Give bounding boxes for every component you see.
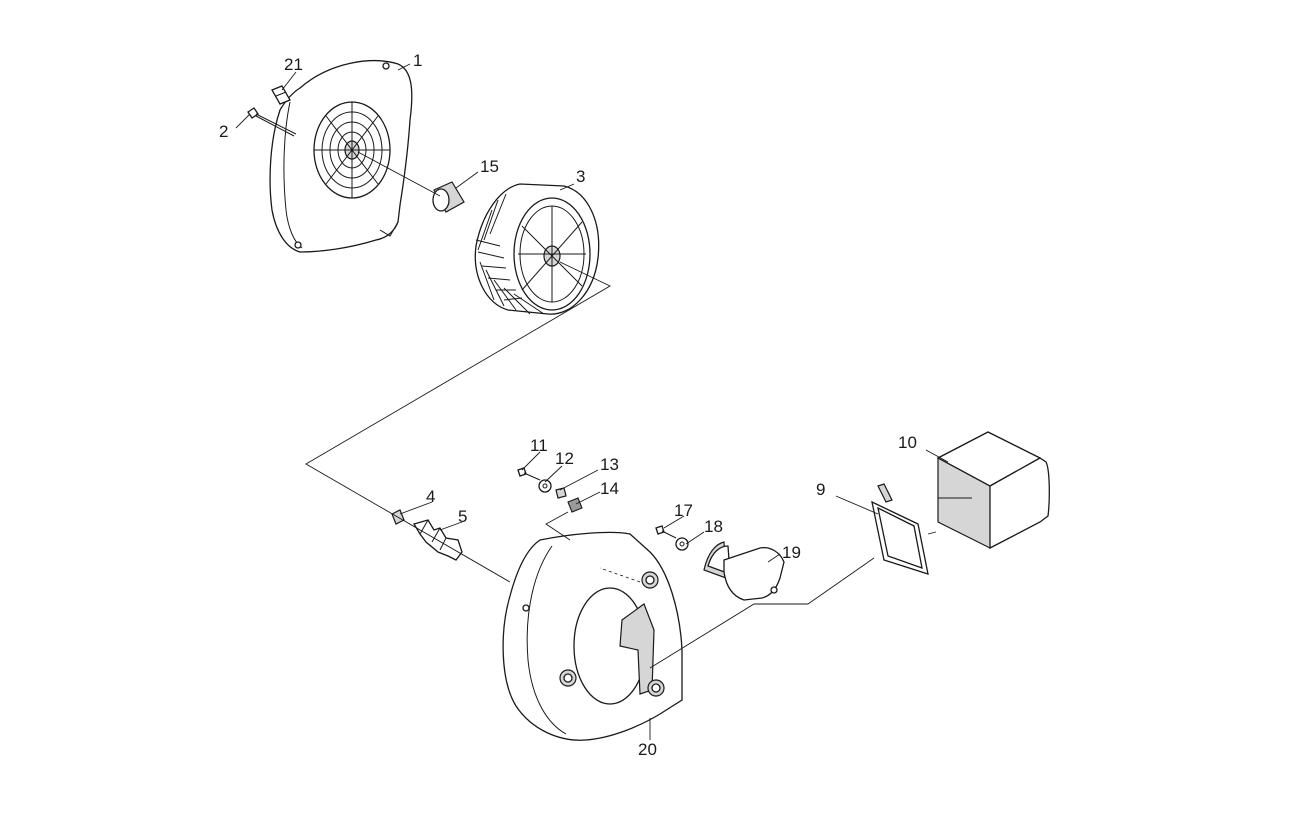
- callout-labels: 1 2 3 4 5 9 10 11 12 13 14 15 17 18 19 2…: [219, 51, 917, 759]
- callout-12: 12: [555, 449, 574, 468]
- callout-14: 14: [600, 479, 619, 498]
- part-9-gasket[interactable]: [871, 483, 929, 575]
- part-1-front-housing[interactable]: [269, 60, 413, 253]
- callout-4: 4: [426, 487, 435, 506]
- callout-1: 1: [413, 51, 422, 70]
- part-11-bolt[interactable]: [517, 467, 541, 481]
- part-10-cover-box[interactable]: [936, 431, 1050, 550]
- callout-3: 3: [576, 167, 585, 186]
- part-21-screw[interactable]: [271, 85, 291, 105]
- callout-9: 9: [816, 480, 825, 499]
- callout-leaders: [235, 63, 949, 740]
- part-12-washer[interactable]: [538, 479, 552, 493]
- part-18-washer[interactable]: [675, 537, 689, 551]
- callout-11: 11: [530, 436, 548, 455]
- callout-2: 2: [219, 122, 228, 141]
- part-3-impeller[interactable]: [474, 183, 600, 315]
- callout-19: 19: [782, 543, 801, 562]
- callout-20: 20: [638, 740, 657, 759]
- assembly-lines: [305, 151, 937, 669]
- callout-13: 13: [600, 455, 619, 474]
- part-17-screw[interactable]: [655, 525, 677, 539]
- part-13-spacer[interactable]: [555, 487, 567, 499]
- callout-10: 10: [898, 433, 917, 452]
- part-14-nut[interactable]: [567, 497, 583, 513]
- callout-21: 21: [284, 55, 303, 74]
- callout-15: 15: [480, 157, 499, 176]
- part-2-long-screw[interactable]: [247, 107, 297, 137]
- callout-17: 17: [674, 501, 693, 520]
- callout-18: 18: [704, 517, 723, 536]
- part-15-hub-adapter[interactable]: [432, 181, 465, 213]
- part-19-inspection-plate[interactable]: [703, 541, 785, 601]
- callout-5: 5: [458, 507, 467, 526]
- part-20-rear-housing[interactable]: [502, 531, 683, 741]
